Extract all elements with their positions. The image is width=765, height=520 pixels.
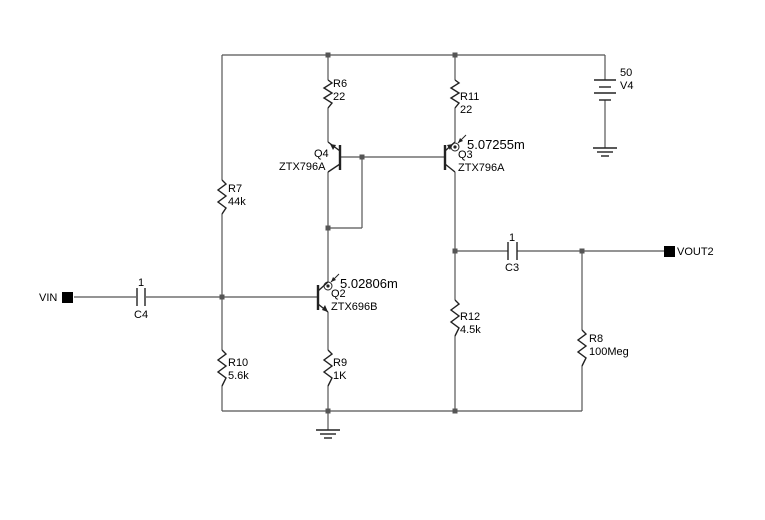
q2-collector [317,281,329,292]
resistor-r12[interactable]: R12 4.5k [449,299,481,337]
transistor-q3[interactable]: Q3 ZTX796A [443,141,505,174]
probe-arrow-icon [331,277,336,282]
q2-model: ZTX696B [331,301,377,313]
r8-value: 100Meg [589,346,629,358]
probe-arrow-icon [458,138,463,143]
probe-icon [323,281,333,291]
capacitor-c3[interactable]: 1 C3 [505,232,519,274]
junction-dot [219,294,225,300]
q4-collector [327,163,341,173]
wires [74,54,664,430]
q2-name: Q2 [331,288,346,300]
q4-name: Q4 [314,148,329,160]
transistor-q4[interactable]: Q4 ZTX796A [279,141,342,173]
r10-value: 5.6k [228,370,249,382]
r6-name: R6 [333,78,347,90]
probe-q3[interactable]: 5.07255m [450,134,525,152]
r6-value: 22 [333,91,345,103]
q3-model: ZTX796A [458,162,505,174]
r7-value: 44k [228,196,246,208]
resistor-r9[interactable]: R9 1K [322,349,347,387]
q4-arrow-icon [330,144,336,150]
vin-port-square [62,292,73,303]
battery-v4[interactable]: 50 V4 [594,67,633,101]
q3-name: Q3 [458,149,473,161]
r10-name: R10 [228,357,248,369]
r11-name: R11 [460,91,479,103]
resistor-r7[interactable]: R7 44k [216,179,246,215]
resistor-r11[interactable]: R11 22 [449,79,479,116]
junction-dot [452,408,458,414]
r8-name: R8 [589,333,603,345]
resistor-r10[interactable]: R10 5.6k [216,349,249,387]
r7-name: R7 [228,183,242,195]
junction-dot [579,248,585,254]
c4-name: C4 [134,309,148,321]
port-vin[interactable]: VIN [39,292,73,304]
junction-dot [325,52,331,58]
probe-icon [450,142,460,152]
port-vout2[interactable]: VOUT2 [664,246,714,258]
c3-name: C3 [505,262,519,274]
probe-q2-current: 5.02806m [340,276,398,291]
r11-value: 22 [460,104,472,116]
c4-value: 1 [138,277,144,289]
transistor-q2[interactable]: Q2 ZTX696B [316,281,377,313]
v4-value: 50 [620,67,632,79]
r12-value: 4.5k [460,324,481,336]
probe-q2[interactable]: 5.02806m [323,273,398,291]
vout2-port-square [664,246,675,257]
probe-icon-center [326,284,330,288]
probe-q3-current: 5.07255m [467,137,525,152]
ground-symbol-main [316,429,340,439]
junction-dot [325,408,331,414]
probe-icon-center [453,145,457,149]
resistor-r6[interactable]: R6 22 [322,78,347,109]
junction-dot [452,248,458,254]
v4-name: V4 [620,80,633,92]
junctions [219,52,585,414]
q4-model: ZTX796A [279,161,326,173]
c3-value: 1 [509,232,515,244]
r12-name: R12 [460,311,480,323]
r9-name: R9 [333,357,347,369]
q2-arrow-icon [322,305,328,312]
ground-symbol-supply [593,147,617,157]
junction-dot [452,52,458,58]
r9-value: 1K [333,370,347,382]
vout2-label: VOUT2 [677,246,714,258]
resistor-r8[interactable]: R8 100Meg [576,329,629,367]
vin-label: VIN [39,292,57,304]
q3-collector [444,163,456,173]
capacitor-c4[interactable]: 1 C4 [134,277,148,321]
junction-dot [325,225,331,231]
junction-dot [359,154,365,160]
